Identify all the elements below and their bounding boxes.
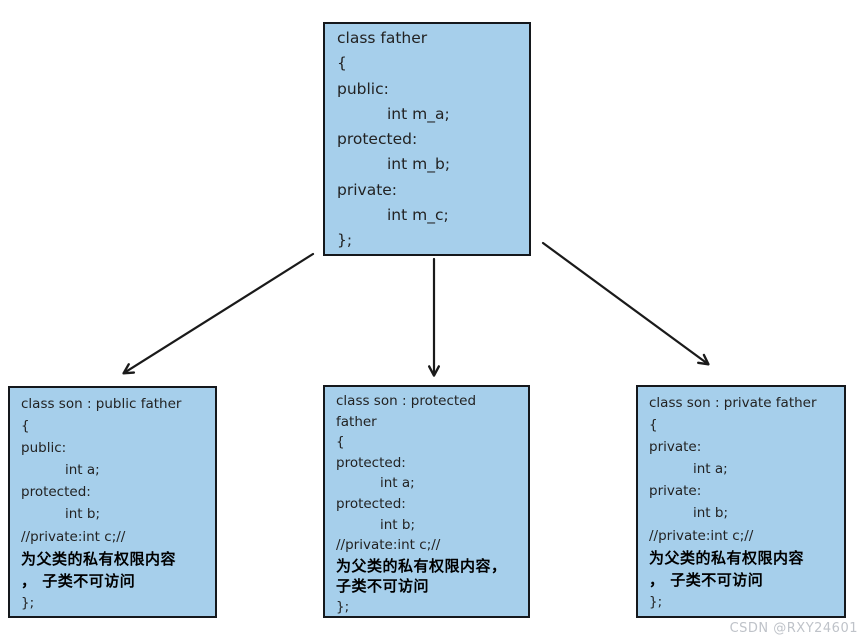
code-line: { — [337, 54, 347, 73]
code-line: class son : public father — [21, 396, 182, 412]
class-father-box: class father { public: int m_a; protected: in… — [323, 22, 531, 256]
code-line: public: — [21, 440, 67, 457]
code-line: father — [336, 413, 377, 430]
code-line: public: — [337, 79, 389, 98]
code-line: int b; — [380, 516, 416, 533]
arrow-to-son-public — [122, 252, 315, 375]
code-line: { — [21, 418, 30, 435]
code-line: protected: — [336, 495, 406, 512]
code-line: ， 子类不可访问 — [649, 570, 764, 589]
code-line: }; — [336, 598, 350, 615]
code-line: 为父类的私有权限内容 — [649, 548, 805, 567]
code-line: int m_a; — [387, 104, 450, 123]
code-line: { — [336, 434, 345, 451]
csdn-watermark: CSDN @RXY24601 — [729, 621, 858, 636]
class-son-protected-inheritance-box: class son : protected father { protected: in… — [323, 385, 530, 618]
code-line: 为父类的私有权限内容， — [336, 556, 507, 575]
code-line: int a; — [693, 461, 728, 478]
code-line: //private:int c;// — [336, 537, 441, 554]
code-line: int m_b; — [387, 155, 451, 174]
code-line: ， 子类不可访问 — [21, 571, 136, 590]
code-line: { — [649, 417, 658, 434]
class-son-public-inheritance-box: class son : public father { public: int a; p… — [8, 386, 217, 618]
code-line: //private:int c;// — [649, 527, 754, 544]
arrows-group — [122, 241, 710, 377]
code-line: private: — [649, 439, 702, 456]
code-line: protected: — [21, 484, 91, 501]
code-line: int b; — [65, 506, 101, 523]
code-line: int a; — [380, 475, 415, 492]
code-line: class son : protected — [336, 393, 477, 409]
code-line: protected: — [336, 454, 406, 471]
code-line: int m_c; — [387, 206, 449, 225]
code-line: private: — [337, 180, 398, 199]
code-line: private: — [649, 483, 702, 500]
code-line: }; — [337, 231, 353, 250]
code-line: class father — [337, 29, 428, 47]
code-line: protected: — [337, 130, 418, 149]
arrow-to-son-private — [541, 241, 710, 366]
code-line: 为父类的私有权限内容 — [21, 549, 177, 568]
class-son-private-inheritance-box: class son : private father { private: int a… — [636, 385, 846, 618]
code-line: int a; — [65, 462, 100, 479]
code-line: int b; — [693, 505, 729, 522]
code-line: }; — [649, 593, 663, 610]
code-line: class son : private father — [649, 395, 817, 411]
code-line: 子类不可访问 — [336, 577, 430, 596]
code-line: }; — [21, 594, 35, 611]
code-line: //private:int c;// — [21, 528, 126, 545]
